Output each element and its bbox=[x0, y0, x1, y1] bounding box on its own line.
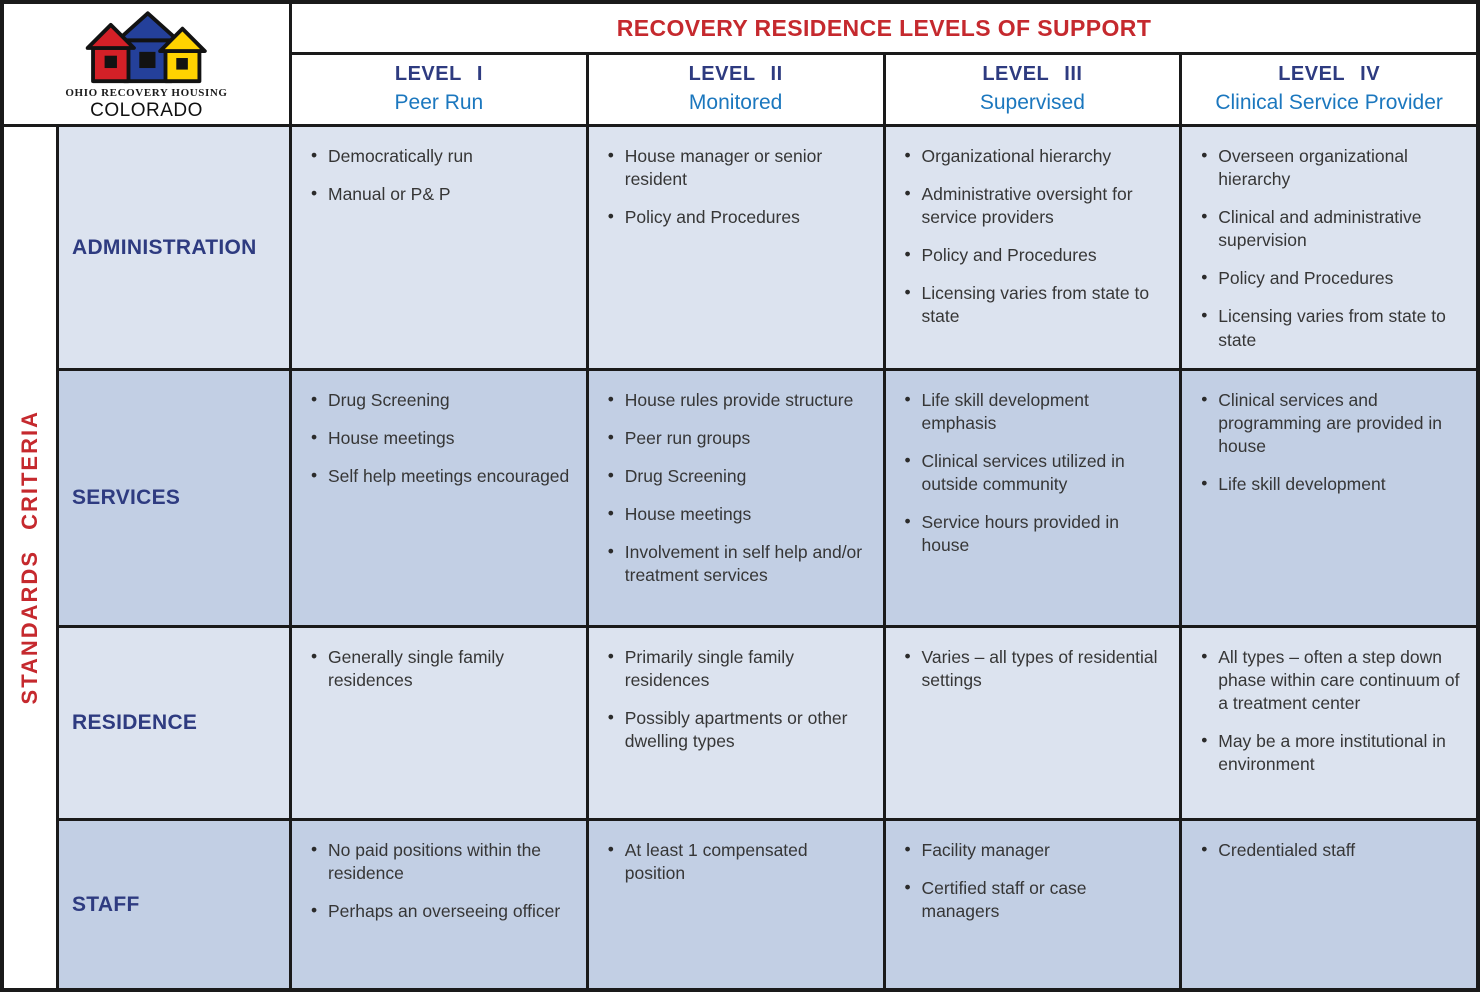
level-header-2: LEVEL II Monitored bbox=[588, 55, 883, 124]
table-title: RECOVERY RESIDENCE LEVELS OF SUPPORT bbox=[616, 14, 1152, 41]
level-header-4: LEVEL IV Clinical Service Provider bbox=[1182, 55, 1476, 124]
level-3-subtitle: Supervised bbox=[979, 90, 1085, 114]
bullet-item: Clinical services utilized in outside co… bbox=[903, 449, 1168, 496]
level-1-name: LEVEL bbox=[394, 62, 462, 85]
level-1-numeral: I bbox=[476, 62, 483, 85]
level-4-numeral: IV bbox=[1360, 62, 1381, 85]
bullet-item: Clinical and administrative supervision bbox=[1199, 205, 1464, 252]
bullet-item: House meetings bbox=[309, 426, 574, 450]
level-3-numeral: III bbox=[1064, 62, 1083, 85]
level-3-name: LEVEL bbox=[982, 62, 1050, 85]
bullet-item: House manager or senior resident bbox=[606, 144, 871, 191]
level-2-subtitle: Monitored bbox=[688, 90, 783, 114]
bullet-item: Involvement in self help and/or treatmen… bbox=[606, 540, 871, 587]
bullet-item: House meetings bbox=[606, 502, 871, 526]
bullet-item: Life skill development emphasis bbox=[903, 388, 1168, 435]
bullet-item: Licensing varies from state to state bbox=[1199, 304, 1464, 351]
bullet-item: Policy and Procedures bbox=[1199, 266, 1464, 290]
bullet-item: All types – often a step down phase with… bbox=[1199, 645, 1464, 715]
cell-administration-level-1: Democratically run Manual or P& P bbox=[292, 127, 586, 368]
standards-criteria-label: STANDARDS CRITERIA bbox=[17, 410, 42, 705]
cell-services-level-1: Drug Screening House meetings Self help … bbox=[292, 371, 586, 625]
bullet-item: Service hours provided in house bbox=[903, 510, 1168, 557]
cell-services-level-2: House rules provide structure Peer run g… bbox=[588, 371, 883, 625]
level-1-subtitle: Peer Run bbox=[394, 90, 484, 114]
cell-services-level-3: Life skill development emphasis Clinical… bbox=[885, 371, 1180, 625]
cell-residence-level-2: Primarily single family residences Possi… bbox=[588, 628, 883, 818]
bullet-item: Credentialed staff bbox=[1199, 838, 1464, 862]
logo-org-name: OHIO RECOVERY HOUSING bbox=[65, 86, 228, 99]
bullet-item: Overseen organizational hierarchy bbox=[1199, 144, 1464, 191]
level-4-name: LEVEL bbox=[1278, 62, 1346, 85]
cell-residence-level-4: All types – often a step down phase with… bbox=[1182, 628, 1476, 818]
bullet-item: Manual or P& P bbox=[309, 182, 574, 206]
bullet-item: No paid positions within the residence bbox=[309, 838, 574, 885]
bullet-item: Policy and Procedures bbox=[606, 205, 871, 229]
level-header-3: LEVEL III Supervised bbox=[885, 55, 1180, 124]
bullet-item: Possibly apartments or other dwelling ty… bbox=[606, 706, 871, 753]
bullet-item: Varies – all types of residential settin… bbox=[903, 645, 1168, 692]
row-header-residence: RESIDENCE bbox=[59, 628, 289, 818]
cell-residence-level-3: Varies – all types of residential settin… bbox=[885, 628, 1180, 818]
bullet-item: Licensing varies from state to state bbox=[903, 281, 1168, 328]
bullet-item: Drug Screening bbox=[309, 388, 574, 412]
cell-administration-level-3: Organizational hierarchy Administrative … bbox=[885, 127, 1180, 368]
cell-administration-level-2: House manager or senior resident Policy … bbox=[588, 127, 883, 368]
cell-staff-level-3: Facility manager Certified staff or case… bbox=[885, 821, 1180, 988]
bullet-item: Democratically run bbox=[309, 144, 574, 168]
level-2-name: LEVEL bbox=[688, 62, 756, 85]
bullet-item: Facility manager bbox=[903, 838, 1168, 862]
bullet-item: Generally single family residences bbox=[309, 645, 574, 692]
row-header-services: SERVICES bbox=[59, 371, 289, 625]
row-header-staff: STAFF bbox=[59, 821, 289, 988]
bullet-item: Peer run groups bbox=[606, 426, 871, 450]
bullet-item: Self help meetings encouraged bbox=[309, 464, 574, 488]
cell-staff-level-2: At least 1 compensated position bbox=[588, 821, 883, 988]
bullet-item: Perhaps an overseeing officer bbox=[309, 899, 574, 923]
table-title-cell: RECOVERY RESIDENCE LEVELS OF SUPPORT bbox=[292, 4, 1476, 52]
level-4-subtitle: Clinical Service Provider bbox=[1215, 90, 1443, 114]
bullet-item: House rules provide structure bbox=[606, 388, 871, 412]
bullet-item: May be a more institutional in environme… bbox=[1199, 729, 1464, 776]
logo-cell: OHIO RECOVERY HOUSING COLORADO bbox=[4, 4, 289, 124]
row-header-administration: ADMINISTRATION bbox=[59, 127, 289, 368]
cell-administration-level-4: Overseen organizational hierarchy Clinic… bbox=[1182, 127, 1476, 368]
cell-staff-level-4: Credentialed staff bbox=[1182, 821, 1476, 988]
cell-services-level-4: Clinical services and programming are pr… bbox=[1182, 371, 1476, 625]
cell-residence-level-1: Generally single family residences bbox=[292, 628, 586, 818]
bullet-item: Drug Screening bbox=[606, 464, 871, 488]
bullet-item: Certified staff or case managers bbox=[903, 876, 1168, 923]
bullet-item: Clinical services and programming are pr… bbox=[1199, 388, 1464, 458]
bullet-item: At least 1 compensated position bbox=[606, 838, 871, 885]
bullet-item: Primarily single family residences bbox=[606, 645, 871, 692]
bullet-item: Organizational hierarchy bbox=[903, 144, 1168, 168]
level-2-numeral: II bbox=[770, 62, 783, 85]
logo-state-name: COLORADO bbox=[90, 99, 203, 121]
standards-criteria-strip: STANDARDS CRITERIA bbox=[4, 127, 56, 988]
level-header-1: LEVEL I Peer Run bbox=[292, 55, 586, 124]
cell-staff-level-1: No paid positions within the residence P… bbox=[292, 821, 586, 988]
three-houses-icon bbox=[85, 10, 207, 83]
bullet-item: Policy and Procedures bbox=[903, 243, 1168, 267]
bullet-item: Life skill development bbox=[1199, 472, 1464, 496]
bullet-item: Administrative oversight for service pro… bbox=[903, 182, 1168, 229]
